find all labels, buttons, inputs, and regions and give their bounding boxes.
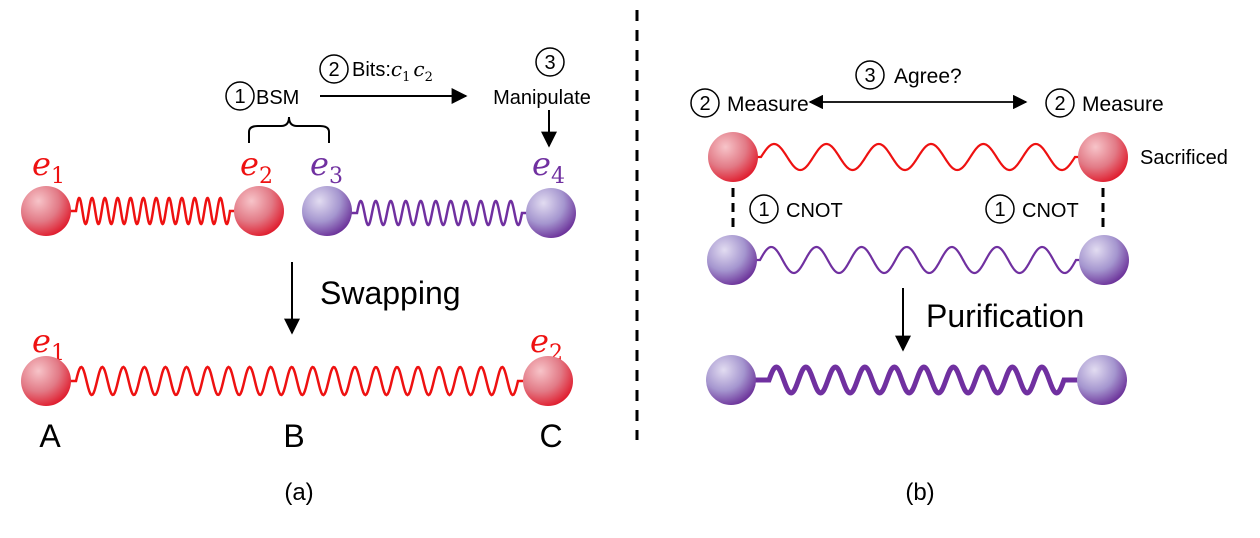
sacrificed-label: Sacrificed [1140, 147, 1228, 169]
cnot-label-right: CNOT [1022, 200, 1079, 222]
swapping-label: Swapping [320, 275, 461, 311]
caption-a: (a) [284, 479, 313, 506]
step-number: 2 [328, 59, 339, 81]
c1-variable: c [391, 57, 402, 81]
particle-e1 [21, 186, 71, 236]
node-b-label: B [283, 418, 304, 454]
cnot-left: 1 CNOT [749, 194, 843, 224]
e4-label-top: e4 [532, 145, 565, 189]
bsm-label: BSM [256, 87, 299, 109]
step-number: 3 [864, 65, 875, 87]
manipulate-label: Manipulate [493, 87, 591, 109]
kept-particle-right [1079, 235, 1129, 285]
sacrificed-particle-left [708, 132, 758, 182]
particle-e1-bottom [21, 356, 71, 406]
measure-right: 2 Measure [1045, 88, 1164, 118]
step-number-circle [985, 194, 1015, 224]
agree-label: Agree? [894, 65, 962, 88]
c2-variable: c [413, 57, 424, 81]
measure-label-left: Measure [727, 93, 809, 116]
step-number-circle [855, 60, 885, 90]
kept-pair-link [756, 245, 1080, 275]
step-number-circle [690, 88, 720, 118]
particle-e4 [526, 188, 576, 238]
step-number: 2 [1054, 93, 1065, 115]
entanglement-spring-e3-e4 [351, 199, 528, 227]
e2-label-top: e2 [240, 145, 273, 189]
step-number-circle [319, 54, 349, 84]
step-number: 1 [758, 199, 769, 221]
kept-particle-left [707, 235, 757, 285]
particle-e2-bottom [523, 356, 573, 406]
step-number: 1 [994, 199, 1005, 221]
e3-label-top: e3 [310, 145, 343, 189]
agree-step: 3 Agree? [855, 60, 962, 90]
caption-b: (b) [905, 479, 934, 506]
step-number-circle [535, 47, 565, 77]
sacrificed-pair-link [757, 142, 1079, 172]
particle-e3 [302, 186, 352, 236]
cnot-label-left: CNOT [786, 200, 843, 222]
sacrificed-particle-right [1078, 132, 1128, 182]
step3-manipulate: 3 Manipulate [493, 47, 591, 109]
bsm-brace [248, 116, 330, 143]
step-number: 1 [234, 86, 245, 108]
step-number-circle [749, 194, 779, 224]
entanglement-spring-e1-e2 [70, 196, 236, 226]
step-number: 2 [699, 93, 710, 115]
step-number-circle [225, 81, 255, 111]
panel-b: 2 Measure 3 Agree? 2 Measure Sacrificed … [690, 60, 1228, 506]
purified-pair-link [755, 364, 1078, 396]
e1-label-top: e1 [32, 145, 65, 189]
particle-e2 [234, 186, 284, 236]
purified-particle-left [706, 355, 756, 405]
entanglement-spring-e1-e2-swapped [70, 365, 524, 397]
cnot-right: 1 CNOT [985, 194, 1079, 224]
step-number-circle [1045, 88, 1075, 118]
step-number: 3 [544, 52, 555, 74]
measure-label-right: Measure [1082, 93, 1164, 116]
node-c-label: C [539, 418, 562, 454]
step1-bsm: 1 BSM [225, 81, 299, 111]
purified-particle-right [1077, 355, 1127, 405]
purification-label: Purification [926, 298, 1084, 334]
node-a-label: A [39, 418, 61, 454]
measure-left: 2 Measure [690, 88, 809, 118]
